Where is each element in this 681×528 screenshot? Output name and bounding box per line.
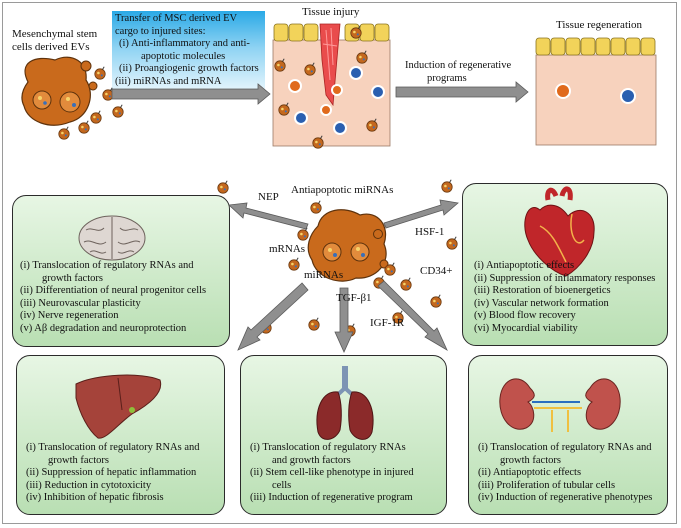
transfer-title-line1: Transfer of MSC derived EV [115, 13, 238, 24]
list-item: (i) Antiapoptotic effects [474, 260, 575, 271]
list-item: (ii) Suppression of hepatic inflammation [26, 467, 197, 479]
list-item: (ii) Differentiation of neural progenito… [20, 285, 207, 297]
transfer-box [112, 11, 265, 93]
transfer-item: (iii) miRNAs and mRNA [115, 75, 222, 87]
transfer-title-line2: cargo to injured sites: [115, 25, 206, 37]
list-item: (vi) Myocardial viability [474, 322, 578, 334]
list-item: (iii) Restoration of bioenergetics [474, 285, 611, 297]
list-item: and growth factors [272, 454, 351, 466]
kidney-effects: (i) Translocation of regulatory RNAs and… [478, 442, 652, 505]
kidneys-icon [499, 378, 621, 432]
lung-effects: (i) Translocation of regulatory RNAs and… [250, 442, 414, 505]
list-item: (i) Translocation of regulatory RNAs and [478, 442, 652, 453]
figure-frame [2, 2, 677, 524]
liver-icon [75, 374, 162, 439]
brain-icon [78, 215, 146, 261]
list-item: (iii) Proliferation of tubular cells [478, 479, 616, 491]
antiapoptotic-mirnas-label: Antiapoptotic miRNAs [291, 184, 394, 196]
list-item: (iii) Neurovascular plasticity [20, 297, 141, 309]
liver-effects: (i) Translocation of regulatory RNAs and… [26, 442, 200, 505]
list-item: growth factors [48, 454, 109, 466]
arrow-to-liver [237, 282, 309, 351]
transfer-item: apoptotic molecules [141, 50, 226, 62]
heart-icon [524, 186, 595, 277]
transfer-text: Transfer of MSC derived EV cargo to inju… [115, 13, 259, 89]
list-item: growth factors [500, 454, 561, 466]
source-label-line2: cells derived EVs [12, 41, 90, 53]
list-item: (ii) Antiapoptotic effects [478, 467, 582, 479]
induction-label: Induction of regenerative programs [405, 60, 511, 85]
list-item: (iv) Inhibition of hepatic fibrosis [26, 492, 164, 504]
list-item: (ii) Suppression of inflammatory respons… [474, 272, 656, 284]
list-item: (iv) Induction of regenerative phenotype… [478, 492, 653, 504]
list-item: growth factors [42, 272, 103, 284]
arrow-to-lung [334, 287, 354, 353]
source-label-line1: Mesenchymal stem [12, 28, 98, 40]
injured-tissue-icon [272, 23, 391, 147]
tissue-injury-label: Tissue injury [302, 6, 360, 18]
transfer-item: (i) Anti-inflammatory and anti- [119, 38, 250, 50]
transfer-item: (ii) Proangiogenic growth factors [119, 63, 259, 75]
list-item: (ii) Stem cell-like phenotype in injured [250, 467, 414, 479]
brain-effects: (i) Translocation of regulatory RNAs and… [20, 260, 206, 336]
central-msc-icon [307, 209, 389, 282]
list-item: (v) Aβ degradation and neuroprotection [20, 322, 187, 334]
list-item: (iii) Induction of regenerative program [250, 492, 413, 504]
list-item: (i) Translocation of regulatory RNAs and [20, 260, 194, 271]
list-item: (i) Translocation of regulatory RNAs [250, 442, 406, 453]
tgf-label: TGF-β1 [336, 292, 372, 304]
hsf1-label: HSF-1 [415, 226, 445, 238]
nep-label: NEP [258, 191, 279, 203]
igf-label: IGF-1R [370, 317, 405, 329]
list-item: (i) Translocation of regulatory RNAs and [26, 442, 200, 453]
msc-cell-icon [21, 56, 98, 126]
regenerated-tissue-icon [535, 37, 657, 146]
arrow-to-brain [228, 202, 309, 230]
induction-line2: programs [427, 72, 467, 84]
arrow-to-injury [111, 83, 271, 105]
heart-effects: (i) Antiapoptotic effects (ii) Suppressi… [474, 260, 655, 336]
tissue-regeneration-label: Tissue regeneration [556, 19, 643, 31]
mirnas-label: miRNAs [304, 269, 344, 281]
lungs-icon [316, 366, 374, 440]
kidney-panel [468, 355, 668, 515]
list-item: (iv) Vascular network formation [474, 297, 609, 309]
list-item: (iv) Nerve regeneration [20, 310, 119, 322]
list-item: (iii) Reduction in cytotoxicity [26, 479, 152, 491]
arrow-to-kidney [377, 280, 448, 351]
induction-line1: Induction of regenerative [405, 60, 512, 71]
arrow-to-regeneration [395, 81, 529, 103]
cd34-label: CD34+ [420, 265, 453, 277]
list-item: (v) Blood flow recovery [474, 310, 576, 322]
source-label: Mesenchymal stem cells derived EVs [12, 28, 97, 54]
mrnas-label: mRNAs [269, 243, 306, 255]
arrow-to-heart [383, 199, 459, 229]
list-item: cells [272, 479, 292, 491]
